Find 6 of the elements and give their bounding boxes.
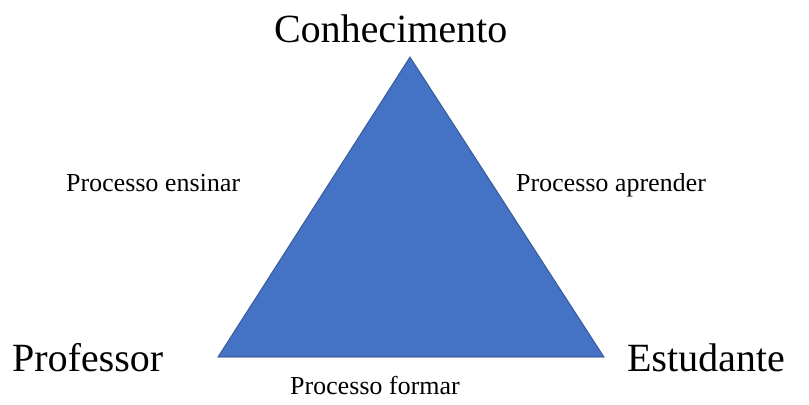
vertex-label: Professor	[12, 338, 164, 378]
side-label: Processo ensinar	[66, 170, 240, 196]
side-label: Processo formar	[290, 373, 460, 399]
side-label: Processo aprender	[516, 170, 706, 196]
vertex-label: Estudante	[627, 338, 785, 378]
vertex-label: Conhecimento	[274, 9, 508, 49]
